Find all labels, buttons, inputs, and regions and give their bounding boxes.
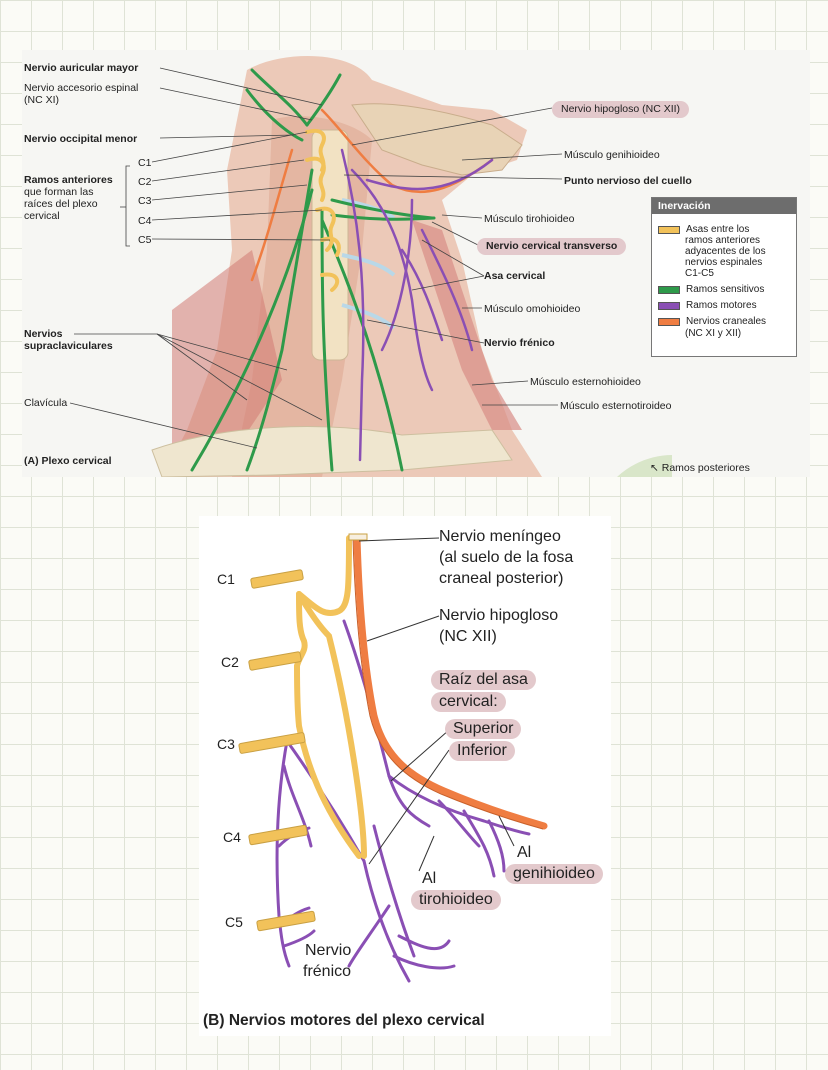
label-ramos-2: que forman las bbox=[24, 186, 94, 198]
label-accesorio-1: Nervio accesorio espinal bbox=[24, 82, 139, 94]
label-tirohioideo: Músculo tirohioideo bbox=[484, 213, 575, 225]
motor-nerves-diagram bbox=[238, 533, 548, 983]
ramos-posteriores-text: Ramos posteriores bbox=[661, 462, 750, 474]
panel-cervical-plexus: Nervio auricular mayor Nervio accesorio … bbox=[22, 50, 810, 477]
legend-craneales-2: (NC XI y XII) bbox=[685, 328, 742, 339]
label-supra-2: supraclaviculares bbox=[24, 340, 113, 352]
legend-title: Inervación bbox=[652, 198, 796, 214]
label-raiz-2: cervical: bbox=[431, 692, 506, 712]
panel-motor-nerves: C1 C2 C3 C4 C5 Nervio meníngeo (al suelo… bbox=[199, 516, 611, 1036]
label-c2: C2 bbox=[138, 176, 152, 188]
caption-panel-a: (A) Plexo cervical bbox=[24, 455, 112, 467]
label-raiz-1: Raíz del asa bbox=[431, 670, 536, 690]
label-esternotiroideo: Músculo esternotiroideo bbox=[560, 400, 672, 412]
label-genihioideo: Músculo genihioideo bbox=[564, 149, 660, 161]
label-frenico: Nervio frénico bbox=[484, 337, 555, 349]
label-b-c2: C2 bbox=[221, 654, 239, 670]
cursor-arrow-icon: ↖ bbox=[650, 462, 659, 474]
label-c1: C1 bbox=[138, 157, 152, 169]
label-b-c3: C3 bbox=[217, 736, 235, 752]
label-al-geni-1: Al bbox=[517, 844, 532, 861]
label-hipogloso-1: Nervio hipogloso bbox=[439, 607, 559, 624]
swatch-craneales bbox=[658, 318, 680, 326]
label-hipogloso-2: (NC XII) bbox=[439, 628, 497, 645]
label-b-c1: C1 bbox=[217, 571, 235, 587]
label-ramos-posteriores: ↖ Ramos posteriores bbox=[650, 462, 750, 474]
label-c3: C3 bbox=[138, 195, 152, 207]
label-asa-cervical: Asa cervical bbox=[484, 270, 546, 282]
legend-row-craneales: Nervios craneales bbox=[658, 316, 766, 327]
label-c4: C4 bbox=[138, 215, 152, 227]
swatch-asas bbox=[658, 226, 680, 234]
legend-asas-5: C1-C5 bbox=[685, 268, 714, 279]
legend-row-sensitivos: Ramos sensitivos bbox=[658, 284, 764, 295]
swatch-motores bbox=[658, 302, 680, 310]
caption-panel-b: (B) Nervios motores del plexo cervical bbox=[203, 1012, 485, 1029]
label-ramos-4: cervical bbox=[24, 210, 60, 222]
legend-asas-3: adyacentes de los bbox=[685, 246, 766, 257]
label-auricular-mayor: Nervio auricular mayor bbox=[24, 62, 139, 74]
label-supra-1: Nervios bbox=[24, 328, 63, 340]
label-ramos-3: raíces del plexo bbox=[24, 198, 98, 210]
label-esternohioideo: Músculo esternohioideo bbox=[530, 376, 641, 388]
legend-motores: Ramos motores bbox=[686, 300, 757, 311]
inervacion-legend: Inervación Asas entre los ramos anterior… bbox=[651, 197, 797, 357]
label-clavicula: Clavícula bbox=[24, 397, 68, 409]
label-frenico-b-1: Nervio bbox=[305, 942, 352, 959]
label-cervical-transverso: Nervio cervical transverso bbox=[477, 238, 627, 255]
label-meningeo-3: craneal posterior) bbox=[439, 570, 564, 587]
label-c5: C5 bbox=[138, 234, 152, 246]
label-inferior: Inferior bbox=[449, 741, 515, 761]
label-meningeo-2: (al suelo de la fosa bbox=[439, 549, 574, 566]
label-superior: Superior bbox=[445, 719, 522, 739]
legend-row-motores: Ramos motores bbox=[658, 300, 757, 311]
label-al-tiro-1: Al bbox=[422, 870, 437, 887]
label-punto-nervioso: Punto nervioso del cuello bbox=[564, 175, 692, 187]
label-b-c4: C4 bbox=[223, 829, 241, 845]
cervical-plexus-illustration bbox=[69, 56, 672, 477]
label-accesorio-2: (NC XI) bbox=[24, 94, 59, 106]
label-meningeo-1: Nervio meníngeo bbox=[439, 528, 561, 545]
label-occipital-menor: Nervio occipital menor bbox=[24, 133, 138, 145]
label-al-tiro-2: tirohioideo bbox=[411, 890, 501, 910]
legend-asas-2: ramos anteriores bbox=[685, 235, 761, 246]
label-frenico-b-2: frénico bbox=[303, 963, 352, 980]
legend-craneales-1: Nervios craneales bbox=[686, 316, 767, 327]
legend-asas-4: nervios espinales bbox=[685, 257, 763, 268]
swatch-sensitivos bbox=[658, 286, 680, 294]
legend-sensitivos: Ramos sensitivos bbox=[686, 284, 765, 295]
label-b-c5: C5 bbox=[225, 914, 243, 930]
legend-row-asas: Asas entre los bbox=[658, 224, 749, 235]
label-hipogloso: Nervio hipogloso (NC XII) bbox=[552, 101, 690, 118]
label-al-geni-2: genihioideo bbox=[505, 864, 603, 884]
label-ramos-1: Ramos anteriores bbox=[24, 174, 113, 186]
label-omohioideo: Músculo omohioideo bbox=[484, 303, 581, 315]
legend-asas-1: Asas entre los bbox=[686, 224, 750, 235]
